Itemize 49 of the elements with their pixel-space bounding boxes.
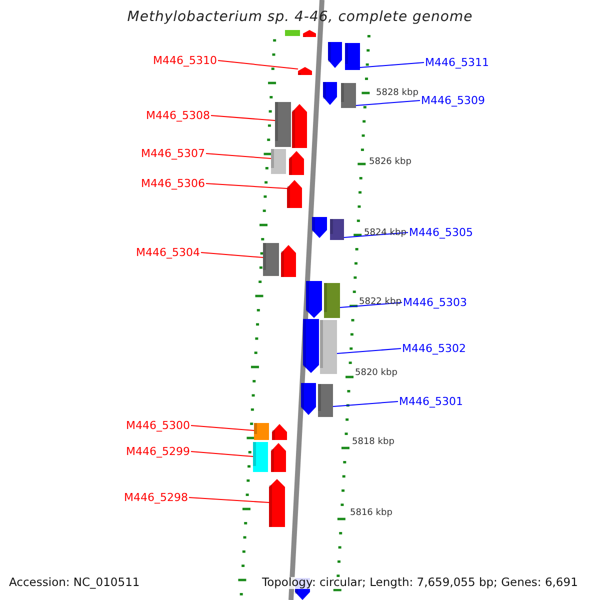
gene-drawing (253, 442, 286, 472)
accession-text: Accession: NC_010511 (9, 577, 140, 588)
leader-line (188, 497, 270, 503)
scale-label: 5828 kbp (376, 89, 418, 98)
gene-label: M446_5301 (399, 396, 463, 407)
gene-drawing (269, 479, 285, 527)
gene-label: M446_5309 (421, 95, 485, 106)
leader-line (206, 153, 272, 159)
gene-label: M446_5307 (141, 148, 205, 159)
gene-drawing (254, 423, 287, 440)
gene-drawing (263, 243, 296, 277)
gene-drawing (271, 149, 304, 175)
gene-drawing (306, 281, 340, 318)
leader-line (190, 451, 254, 457)
gene-label: M446_5303 (403, 297, 467, 308)
leader-line (210, 115, 276, 121)
gene-label: M446_5299 (126, 446, 190, 457)
leader-line (190, 425, 254, 431)
gene-drawing (275, 102, 307, 148)
gene-drawing (303, 319, 337, 374)
leader-line (200, 252, 264, 258)
gene-label: M446_5305 (409, 227, 473, 238)
scale-label: 5818 kbp (352, 438, 394, 447)
gene-label: M446_5308 (146, 110, 210, 121)
gene-drawing (323, 82, 356, 108)
gene-label: M446_5302 (402, 343, 466, 354)
gene-label: M446_5311 (425, 57, 489, 68)
gene-label: M446_5298 (124, 492, 188, 503)
gene-drawing (301, 383, 333, 417)
gene-label: M446_5306 (141, 178, 205, 189)
gene-drawing (328, 42, 360, 70)
gene-label: M446_5300 (126, 420, 190, 431)
leader-line (336, 348, 402, 354)
leader-line (218, 60, 298, 70)
gene-label: M446_5304 (136, 247, 200, 258)
title: Methylobacterium sp. 4-46, complete genome (126, 10, 474, 24)
leader-line (356, 100, 420, 106)
gene-drawing (298, 67, 312, 75)
scale-label: 5826 kbp (369, 158, 412, 167)
gene-drawing (285, 30, 316, 37)
scale-label: 5816 kbp (350, 509, 392, 518)
genome-stats-text: Topology: circular; Length: 7,659,055 bp; Genes: 6,691 (262, 577, 578, 588)
leader-line (206, 183, 288, 189)
gene-drawing (312, 217, 344, 240)
gene-label: M446_5310 (153, 55, 217, 66)
leader-line (332, 401, 398, 407)
leader-line (360, 62, 424, 68)
scale-label: 5820 kbp (355, 369, 398, 378)
gene-drawing (287, 180, 302, 208)
